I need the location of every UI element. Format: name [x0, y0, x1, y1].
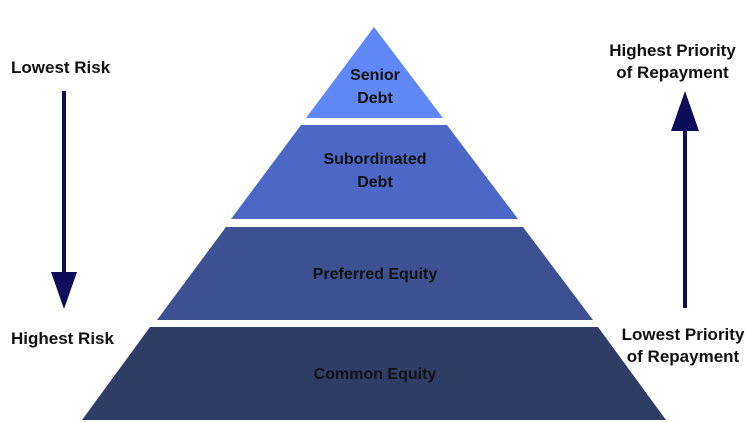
highest-risk-text: Highest Risk: [11, 329, 114, 348]
risk-arrowhead-down-icon: [51, 272, 77, 309]
tier-subordinated-debt: [231, 125, 518, 219]
priority-arrowhead-up-icon: [671, 91, 699, 131]
subordinated-debt-label-line-2: Debt: [357, 174, 393, 191]
priority-arrow: [671, 91, 699, 308]
lowest-risk-text: Lowest Risk: [11, 58, 111, 77]
highest-risk-label: Highest Risk: [11, 328, 114, 350]
senior-debt-label-line-1: Senior: [350, 67, 400, 84]
risk-arrow: [51, 91, 77, 309]
lowest-risk-label: Lowest Risk: [11, 57, 110, 79]
highest-priority-label: Highest Priority of Repayment: [600, 40, 745, 84]
tier-preferred-equity: [157, 227, 593, 320]
preferred-equity-label: Preferred Equity: [313, 266, 438, 283]
highest-priority-line-2: of Repayment: [616, 63, 729, 82]
lowest-priority-line-2: of Repayment: [626, 347, 740, 366]
common-equity-label: Common Equity: [314, 366, 437, 383]
lowest-priority-line-1: Lowest Priority: [621, 325, 745, 344]
tier-common-equity: [82, 327, 666, 420]
subordinated-debt-label-line-1: Subordinated: [323, 151, 426, 168]
highest-priority-line-1: Highest Priority: [609, 41, 736, 60]
lowest-priority-label: Lowest Priority of Repayment: [616, 324, 750, 368]
tier-senior-debt: [306, 27, 443, 118]
senior-debt-label-line-2: Debt: [357, 90, 393, 107]
